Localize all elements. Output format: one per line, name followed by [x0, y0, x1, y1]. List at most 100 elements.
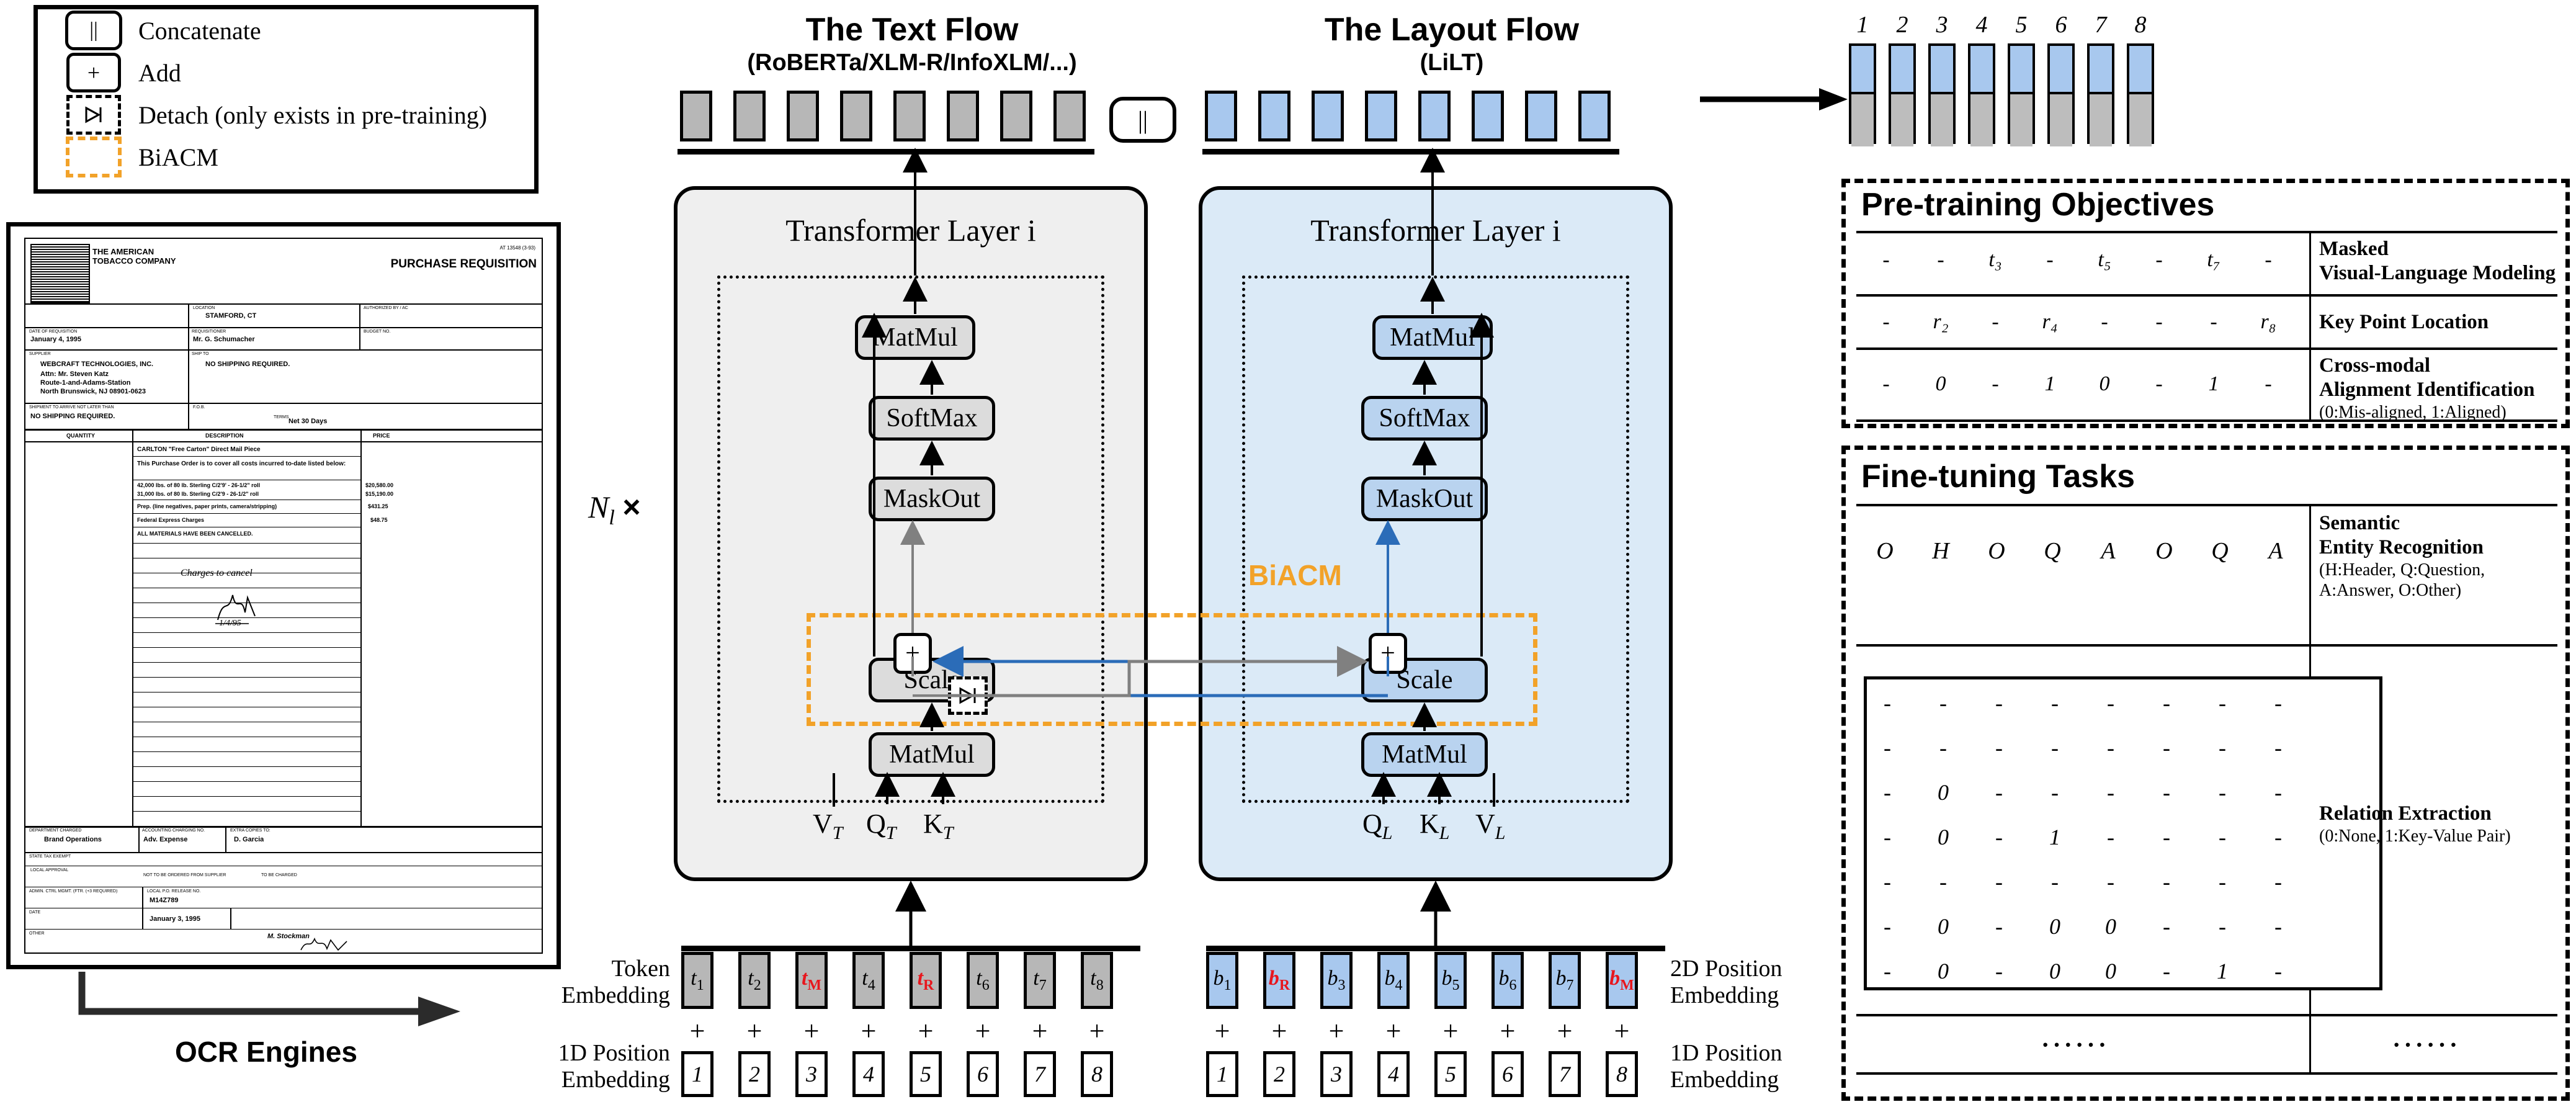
doc-col-description: DESCRIPTION — [205, 432, 244, 439]
pre-cell-r2-c7: - — [2210, 310, 2217, 333]
re-cell-r4-c1: - — [1884, 825, 1891, 849]
text-token-6: t6 — [967, 952, 999, 1009]
doc-field-label-terms: TERMS — [274, 415, 289, 419]
layout-plus-5: + — [1442, 1016, 1459, 1046]
text-output-token — [947, 91, 979, 141]
pre-cell-r1-c7: t₇ — [2207, 248, 2220, 271]
fine-tuning-title: Fine-tuning Tasks — [1861, 459, 2135, 495]
layout-position-6: 6 — [1491, 1051, 1524, 1097]
pre-cell-r1-c6: - — [2155, 248, 2163, 271]
pre-rule-bottom — [1856, 419, 2557, 422]
re-cell-r3-c7: - — [2219, 780, 2226, 805]
output-bar-text-part-8 — [2129, 94, 2152, 146]
re-cell-r2-c4: - — [2051, 735, 2059, 760]
re-cell-r6-c6: - — [2163, 914, 2170, 939]
re-cell-r3-c3: - — [1995, 780, 2003, 805]
re-cell-r2-c7: - — [2219, 735, 2226, 760]
doc-field-value-arrive: NO SHIPPING REQUIRED. — [30, 413, 115, 420]
layout-token-label-8: bM — [1609, 967, 1634, 993]
re-cell-r5-c7: - — [2219, 869, 2226, 894]
doc-field-value-attn: Attn: Mr. Steven Katz — [40, 370, 109, 378]
text-token-label-8: t8 — [1090, 967, 1104, 993]
relation-extraction-matrix-box — [1864, 676, 2382, 990]
output-bar-text-part-5 — [2010, 94, 2033, 146]
re-cell-r3-c1: - — [1884, 780, 1891, 805]
layout-plus-4: + — [1385, 1016, 1402, 1046]
text-output-token — [1000, 91, 1032, 141]
doc-field-value-supplier: WEBCRAFT TECHNOLOGIES, INC. — [40, 361, 154, 368]
doc-handwriting-note: Charges to cancel — [181, 568, 253, 578]
pre-cell-r3-c2: 0 — [1935, 372, 1946, 395]
output-bar-4 — [1968, 43, 1995, 146]
text-add-symbol: + — [905, 639, 920, 668]
fine-ellipsis-left: ······ — [2041, 1031, 2110, 1059]
re-cell-r5-c5: - — [2107, 869, 2114, 894]
re-cell-r6-c4: 0 — [2049, 914, 2060, 939]
output-bar-5 — [2008, 43, 2035, 146]
doc-title: PURCHASE REQUISITION — [390, 258, 537, 271]
fine-ellipsis-right: ······ — [2392, 1031, 2461, 1059]
doc-row-6-desc: ALL MATERIALS HAVE BEEN CANCELLED. — [137, 531, 253, 537]
text-op-softmax: SoftMax — [869, 396, 995, 441]
doc-footer-value-copies: D. Garcia — [234, 836, 264, 843]
add-icon: + — [65, 53, 122, 92]
text-plus-4: + — [861, 1016, 877, 1046]
pre-cell-r3-c6: - — [2155, 372, 2163, 395]
re-cell-r1-c1: - — [1884, 691, 1891, 715]
text-token-7: t7 — [1024, 952, 1056, 1009]
re-cell-r4-c6: - — [2163, 825, 2170, 849]
re-cell-r4-c5: - — [2107, 825, 2114, 849]
doc-footer-label-localapproval: LOCAL APPROVAL — [30, 868, 69, 872]
layout-token-3: b3 — [1320, 952, 1353, 1009]
biacm-icon — [65, 137, 122, 177]
layout-input-k: KL — [1420, 809, 1450, 843]
doc-field-label-fob: F.O.B. — [193, 405, 205, 410]
layout-token-7: b7 — [1549, 952, 1581, 1009]
pre-cell-r1-c4: - — [2046, 248, 2054, 271]
re-cell-r5-c6: - — [2163, 869, 2170, 894]
doc-footer-label-dept: DEPARTMENT CHARGED — [29, 828, 82, 833]
doc-row-1-desc: This Purchase Order is to cover all cost… — [137, 460, 346, 467]
layout-position-2: 2 — [1263, 1051, 1295, 1097]
biacm-symbol — [66, 137, 122, 177]
pre-cell-r2-c6: - — [2155, 310, 2163, 333]
re-cell-r2-c8: - — [2274, 735, 2282, 760]
doc-field-value-terms: Net 30 Days — [288, 418, 328, 425]
doc-field-label-location: LOCATION — [193, 306, 215, 310]
text-token-label-5: tR — [917, 967, 934, 993]
text-position-2: 2 — [738, 1051, 771, 1097]
re-cell-r3-c5: - — [2107, 780, 2114, 805]
layout-position-5: 5 — [1434, 1051, 1467, 1097]
layer-repeat-sub: l — [609, 506, 615, 529]
pre-cell-r2-c1: - — [1882, 310, 1890, 333]
fine-rule-bottom — [1856, 1072, 2557, 1075]
re-cell-r3-c6: - — [2163, 780, 2170, 805]
re-cell-r1-c4: - — [2051, 691, 2059, 715]
ser-cell-2: H — [1932, 538, 1949, 564]
pre-cell-r1-c5: t₅ — [2098, 248, 2111, 271]
re-cell-r7-c4: 0 — [2049, 959, 2060, 984]
company-logo-icon — [30, 244, 90, 303]
pre-cell-r1-c2: - — [1937, 248, 1944, 271]
layout-flow-title: The Layout Flow — [1324, 12, 1580, 48]
output-bar-8 — [2127, 43, 2154, 146]
pre-cell-r3-c7: 1 — [2208, 372, 2219, 395]
detach-symbol — [66, 95, 121, 135]
ser-cell-5: A — [2101, 538, 2116, 564]
output-bar-index-6: 6 — [2055, 12, 2067, 38]
pre-cell-r2-c3: - — [1992, 310, 1999, 333]
doc-signature2-icon — [300, 937, 347, 951]
text-plus-1: + — [689, 1016, 705, 1046]
output-bar-text-part-4 — [1970, 94, 1993, 146]
output-bar-1 — [1849, 43, 1876, 146]
doc-field-value-shipto: NO SHIPPING REQUIRED. — [205, 361, 290, 368]
pos2d-embedding-label: 2D Position Embedding — [1670, 956, 1782, 1008]
layout-flow-subtitle: (LiLT) — [1420, 50, 1484, 76]
layout-output-token — [1258, 91, 1290, 141]
text-token-label-1: t1 — [691, 967, 704, 993]
pre-cell-r1-c1: - — [1882, 248, 1890, 271]
layout-position-3: 3 — [1320, 1051, 1353, 1097]
doc-field-value-street: Route-1-and-Adams-Station — [40, 379, 131, 387]
output-bar-layout-part-7 — [2090, 46, 2112, 94]
doc-field-label-date: DATE OF REQUISITION — [29, 329, 78, 334]
